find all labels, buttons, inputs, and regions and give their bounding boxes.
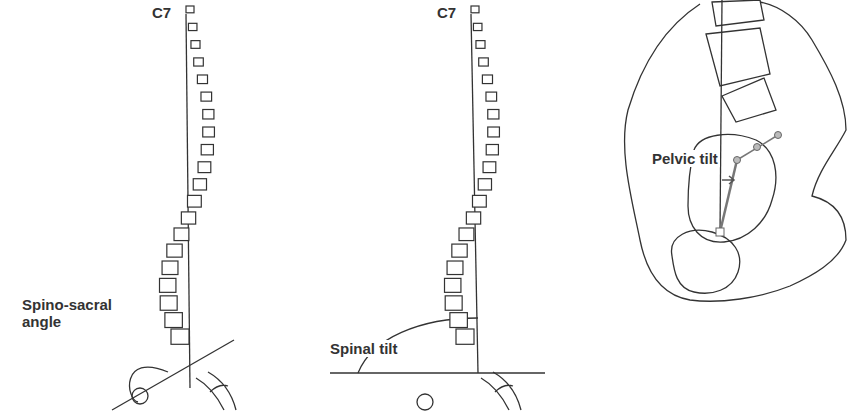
femoral-head (132, 388, 148, 404)
angle-arc (130, 367, 168, 402)
vertebra (479, 58, 489, 66)
landmark-dot (734, 157, 741, 164)
vertical-line (720, 0, 722, 232)
vertebra (445, 278, 461, 292)
vertebra (198, 162, 211, 173)
vertebra (488, 109, 499, 118)
vertebra (193, 179, 206, 190)
vertebra (201, 144, 213, 154)
vertebra (188, 23, 197, 30)
vertebra (488, 127, 500, 137)
landmark-dot (754, 144, 761, 151)
vertebra (194, 58, 204, 66)
vertebra (171, 329, 189, 344)
sacrum (481, 372, 521, 410)
sacral-vertebra (712, 0, 764, 26)
vertebra (486, 144, 498, 154)
landmark-dot (775, 132, 782, 139)
vertebra (447, 261, 463, 275)
vertebra (186, 6, 194, 13)
vertebra (160, 296, 177, 310)
sacral-vertebra (722, 78, 776, 122)
hip-center (716, 228, 724, 236)
vertebra (201, 92, 212, 101)
figure-label: Pelvic tilt (650, 150, 720, 167)
vertebra (472, 195, 486, 207)
sacrum (196, 372, 236, 410)
vertebra (181, 212, 195, 224)
vertebra (476, 41, 485, 49)
pelvic-line (720, 160, 737, 232)
femoral-head (417, 394, 433, 410)
vertebra (203, 109, 214, 118)
figure-label: Spinal tilt (328, 340, 400, 357)
figure-label: Spino-sacral angle (20, 296, 124, 330)
vertebra (473, 23, 482, 30)
vertebra (187, 195, 201, 207)
vertebra (452, 244, 467, 257)
figure-label: C7 (435, 4, 458, 21)
vertebra (483, 162, 496, 173)
vertebra (445, 296, 462, 310)
vertebra (203, 127, 215, 137)
plumb-line (471, 14, 478, 373)
femur-outline (672, 230, 740, 293)
figure-label: C7 (150, 4, 173, 21)
vertebra (459, 228, 474, 241)
sacral-line (112, 340, 234, 410)
vertebra (160, 278, 176, 292)
vertebra (162, 261, 178, 275)
sacral-plate (737, 135, 778, 160)
vertebra (165, 313, 182, 328)
sacral-vertebra (706, 28, 770, 86)
vertebra (486, 92, 497, 101)
vertebra (197, 75, 207, 84)
pelvis-outline (625, 2, 846, 301)
vertebra (450, 313, 467, 328)
tilt-arrow (722, 176, 734, 184)
vertebra (466, 212, 480, 224)
vertebra (191, 41, 200, 49)
vertebra (478, 179, 491, 190)
vertebra (456, 329, 474, 344)
vertebra (471, 6, 479, 13)
horizontal-line (330, 372, 545, 373)
vertebra (167, 244, 182, 257)
vertebra (482, 75, 492, 84)
vertebra (174, 228, 189, 241)
